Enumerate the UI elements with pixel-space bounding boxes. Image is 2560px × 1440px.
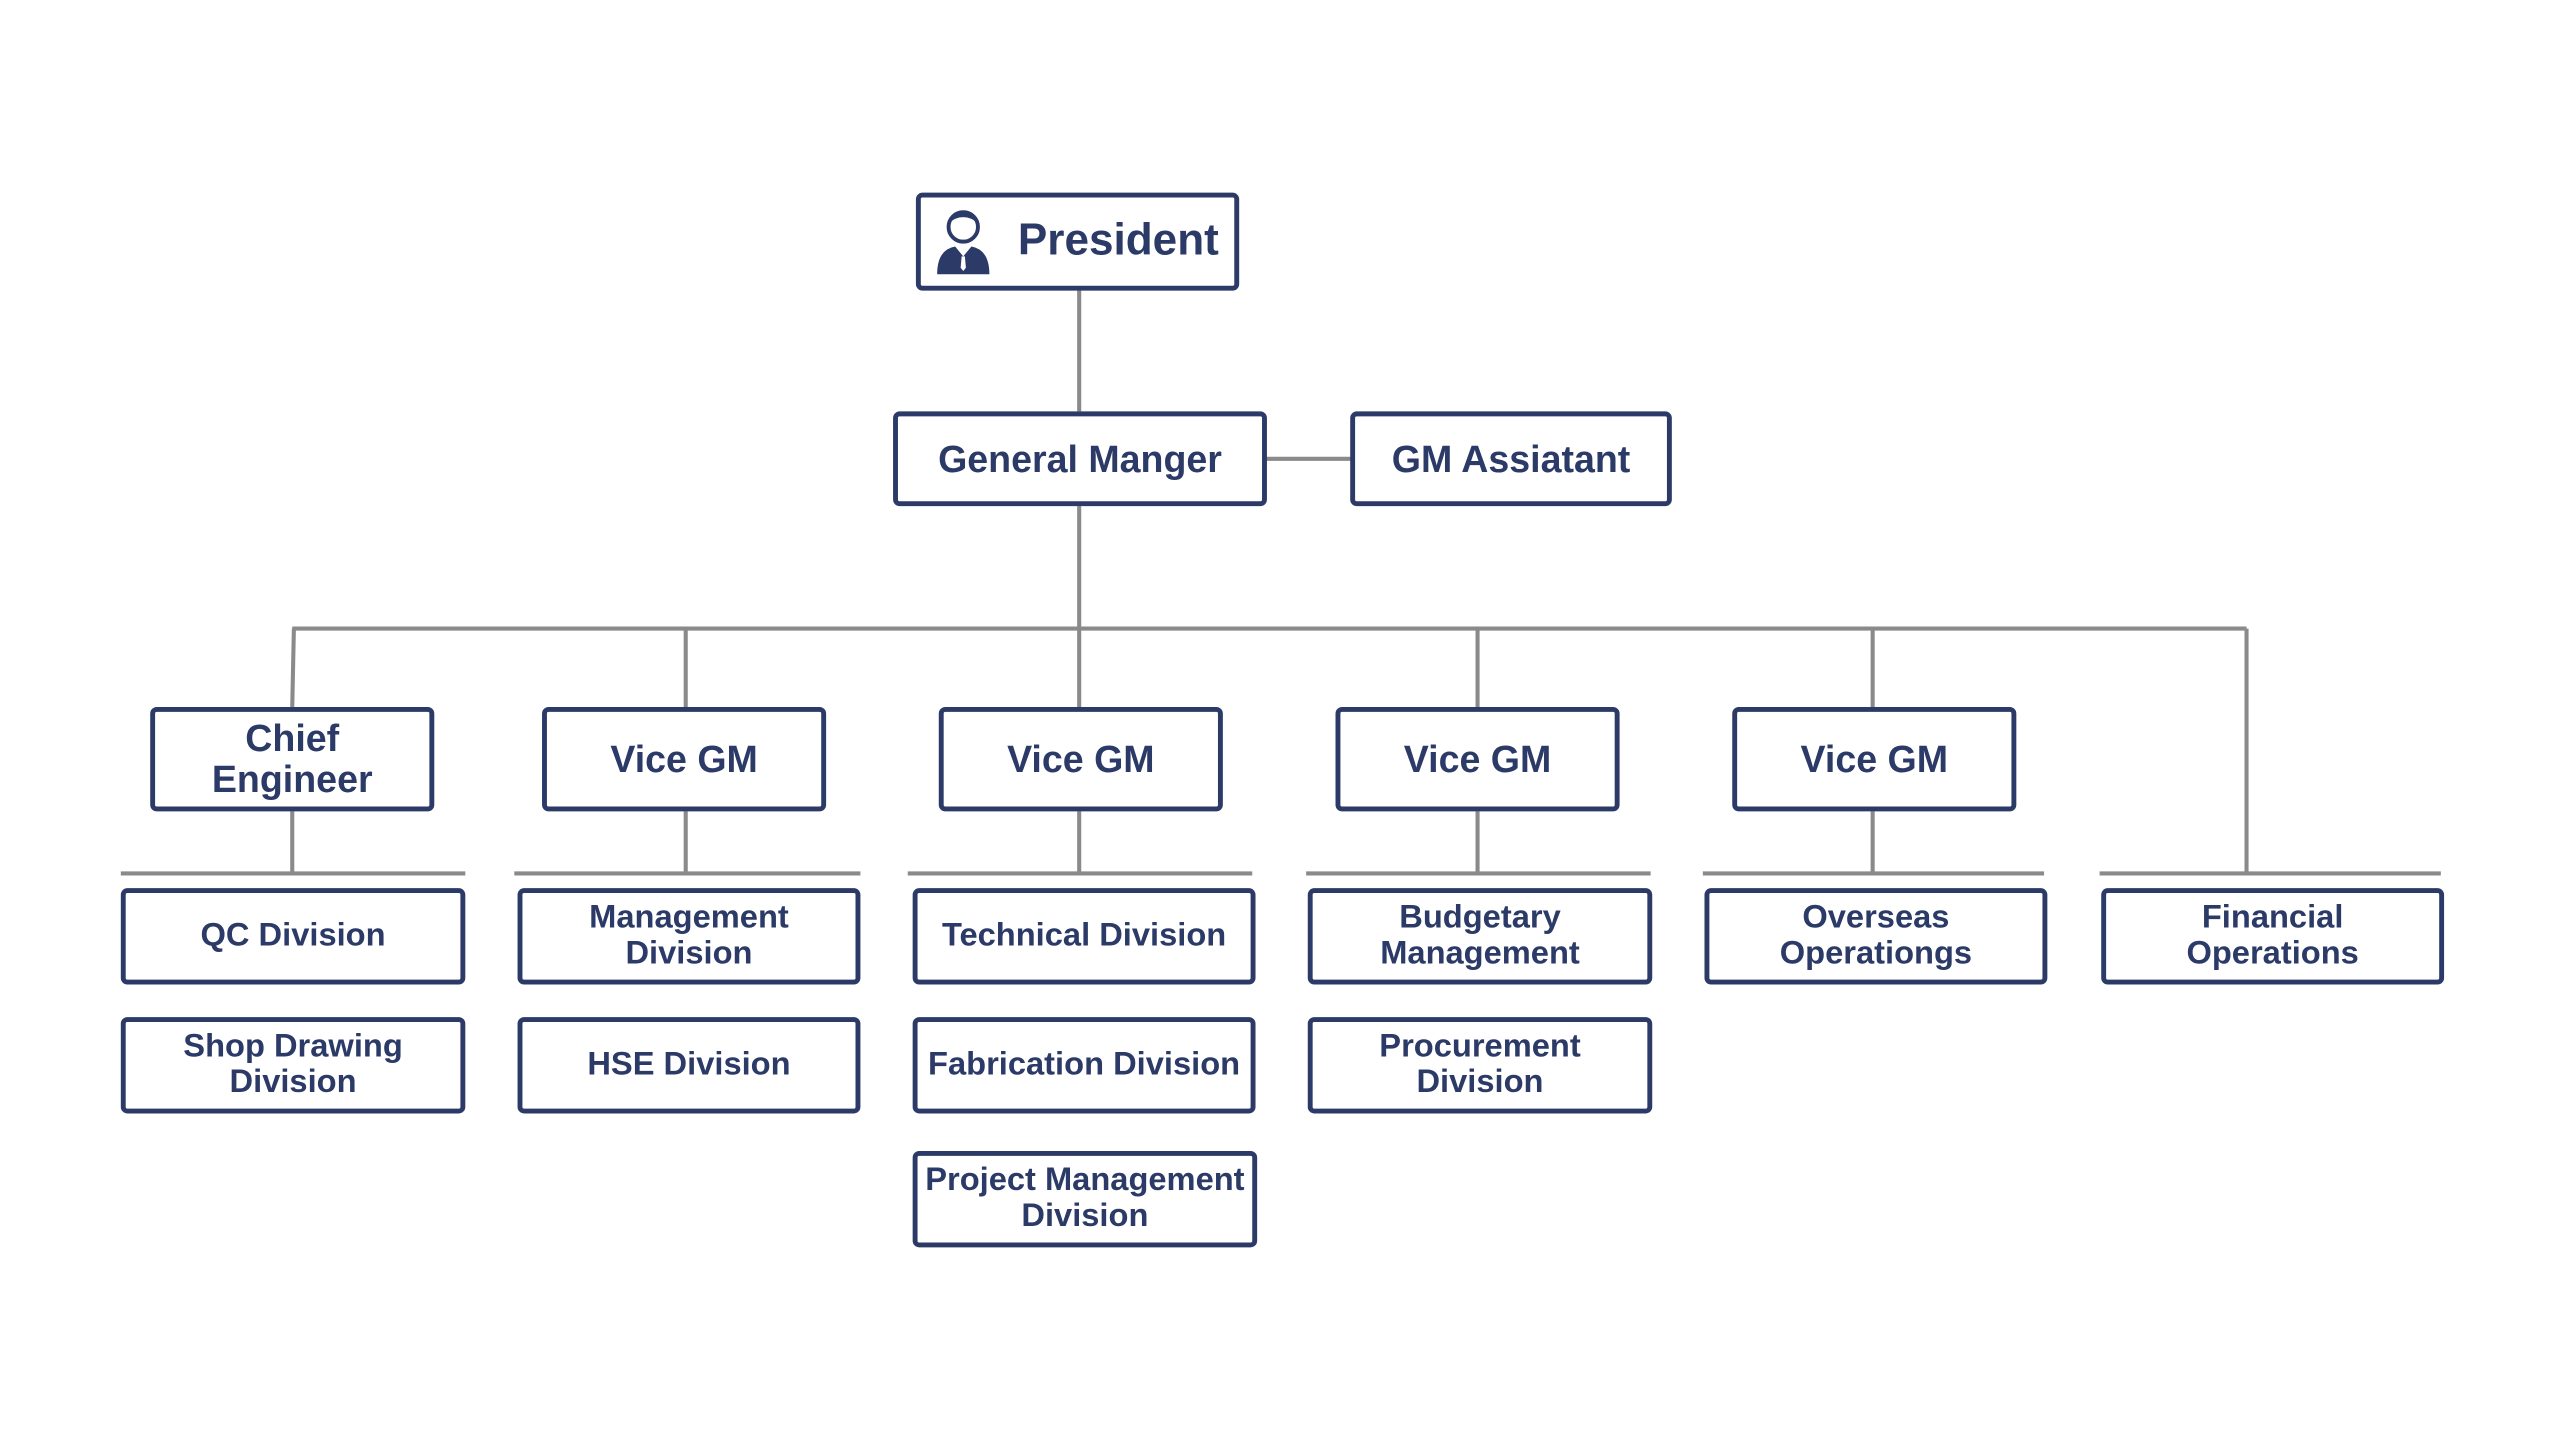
financial-operations-box: Financial Operations [2101, 888, 2445, 985]
gm-assistant-label: GM Assiatant [1391, 436, 1631, 480]
vice-gm-box-2: Vice GM [938, 706, 1223, 812]
division-label: Financial Operations [2186, 899, 2359, 971]
president-box: President [915, 192, 1240, 291]
division-label: Management Division [589, 899, 789, 971]
person-icon [937, 210, 991, 275]
division-label: QC Division [200, 917, 386, 953]
division-label: Project Management Division [925, 1162, 1245, 1234]
gm-assistant-box: GM Assiatant [1350, 411, 1672, 507]
overseas-operations-box: Overseas Operationgs [1704, 888, 2048, 985]
division-label: Technical Division [941, 917, 1227, 953]
general-manager-box: General Manger [893, 411, 1267, 507]
division-label: Budgetary Management [1380, 899, 1580, 971]
budgetary-management-box: Budgetary Management [1307, 888, 1653, 985]
division-label: Fabrication Division [928, 1046, 1241, 1082]
division-label: Overseas Operationgs [1779, 899, 1973, 971]
shop-drawing-division-box: Shop Drawing Division [120, 1017, 466, 1114]
general-manager-label: General Manger [938, 436, 1222, 480]
vice-gm-label-2: Vice GM [1007, 737, 1155, 780]
management-division-box: Management Division [517, 888, 861, 985]
vice-gm-box-4: Vice GM [1732, 706, 2017, 812]
vice-gm-label-3: Vice GM [1403, 737, 1552, 780]
division-label: HSE Division [587, 1046, 791, 1082]
procurement-division-box: Procurement Division [1307, 1017, 1653, 1114]
connector-drop-chief [290, 628, 296, 707]
qc-division-box: QC Division [120, 888, 466, 985]
technical-division-box: Technical Division [912, 888, 1256, 985]
division-label: Procurement Division [1379, 1028, 1581, 1100]
vice-gm-label-1: Vice GM [610, 737, 758, 780]
vice-gm-box-1: Vice GM [542, 706, 827, 812]
division-label: Shop Drawing Division [183, 1028, 403, 1100]
hse-division-box: HSE Division [517, 1017, 861, 1114]
fabrication-division-box: Fabrication Division [912, 1017, 1256, 1114]
vice-gm-box-3: Vice GM [1335, 706, 1620, 812]
project-management-division-box: Project Management Division [912, 1151, 1258, 1248]
chief-engineer-label: Chief Engineer [211, 717, 373, 800]
chief-engineer-box: Chief Engineer [150, 706, 435, 812]
vice-gm-label-4: Vice GM [1800, 737, 1949, 780]
president-label: President [1017, 216, 1219, 266]
